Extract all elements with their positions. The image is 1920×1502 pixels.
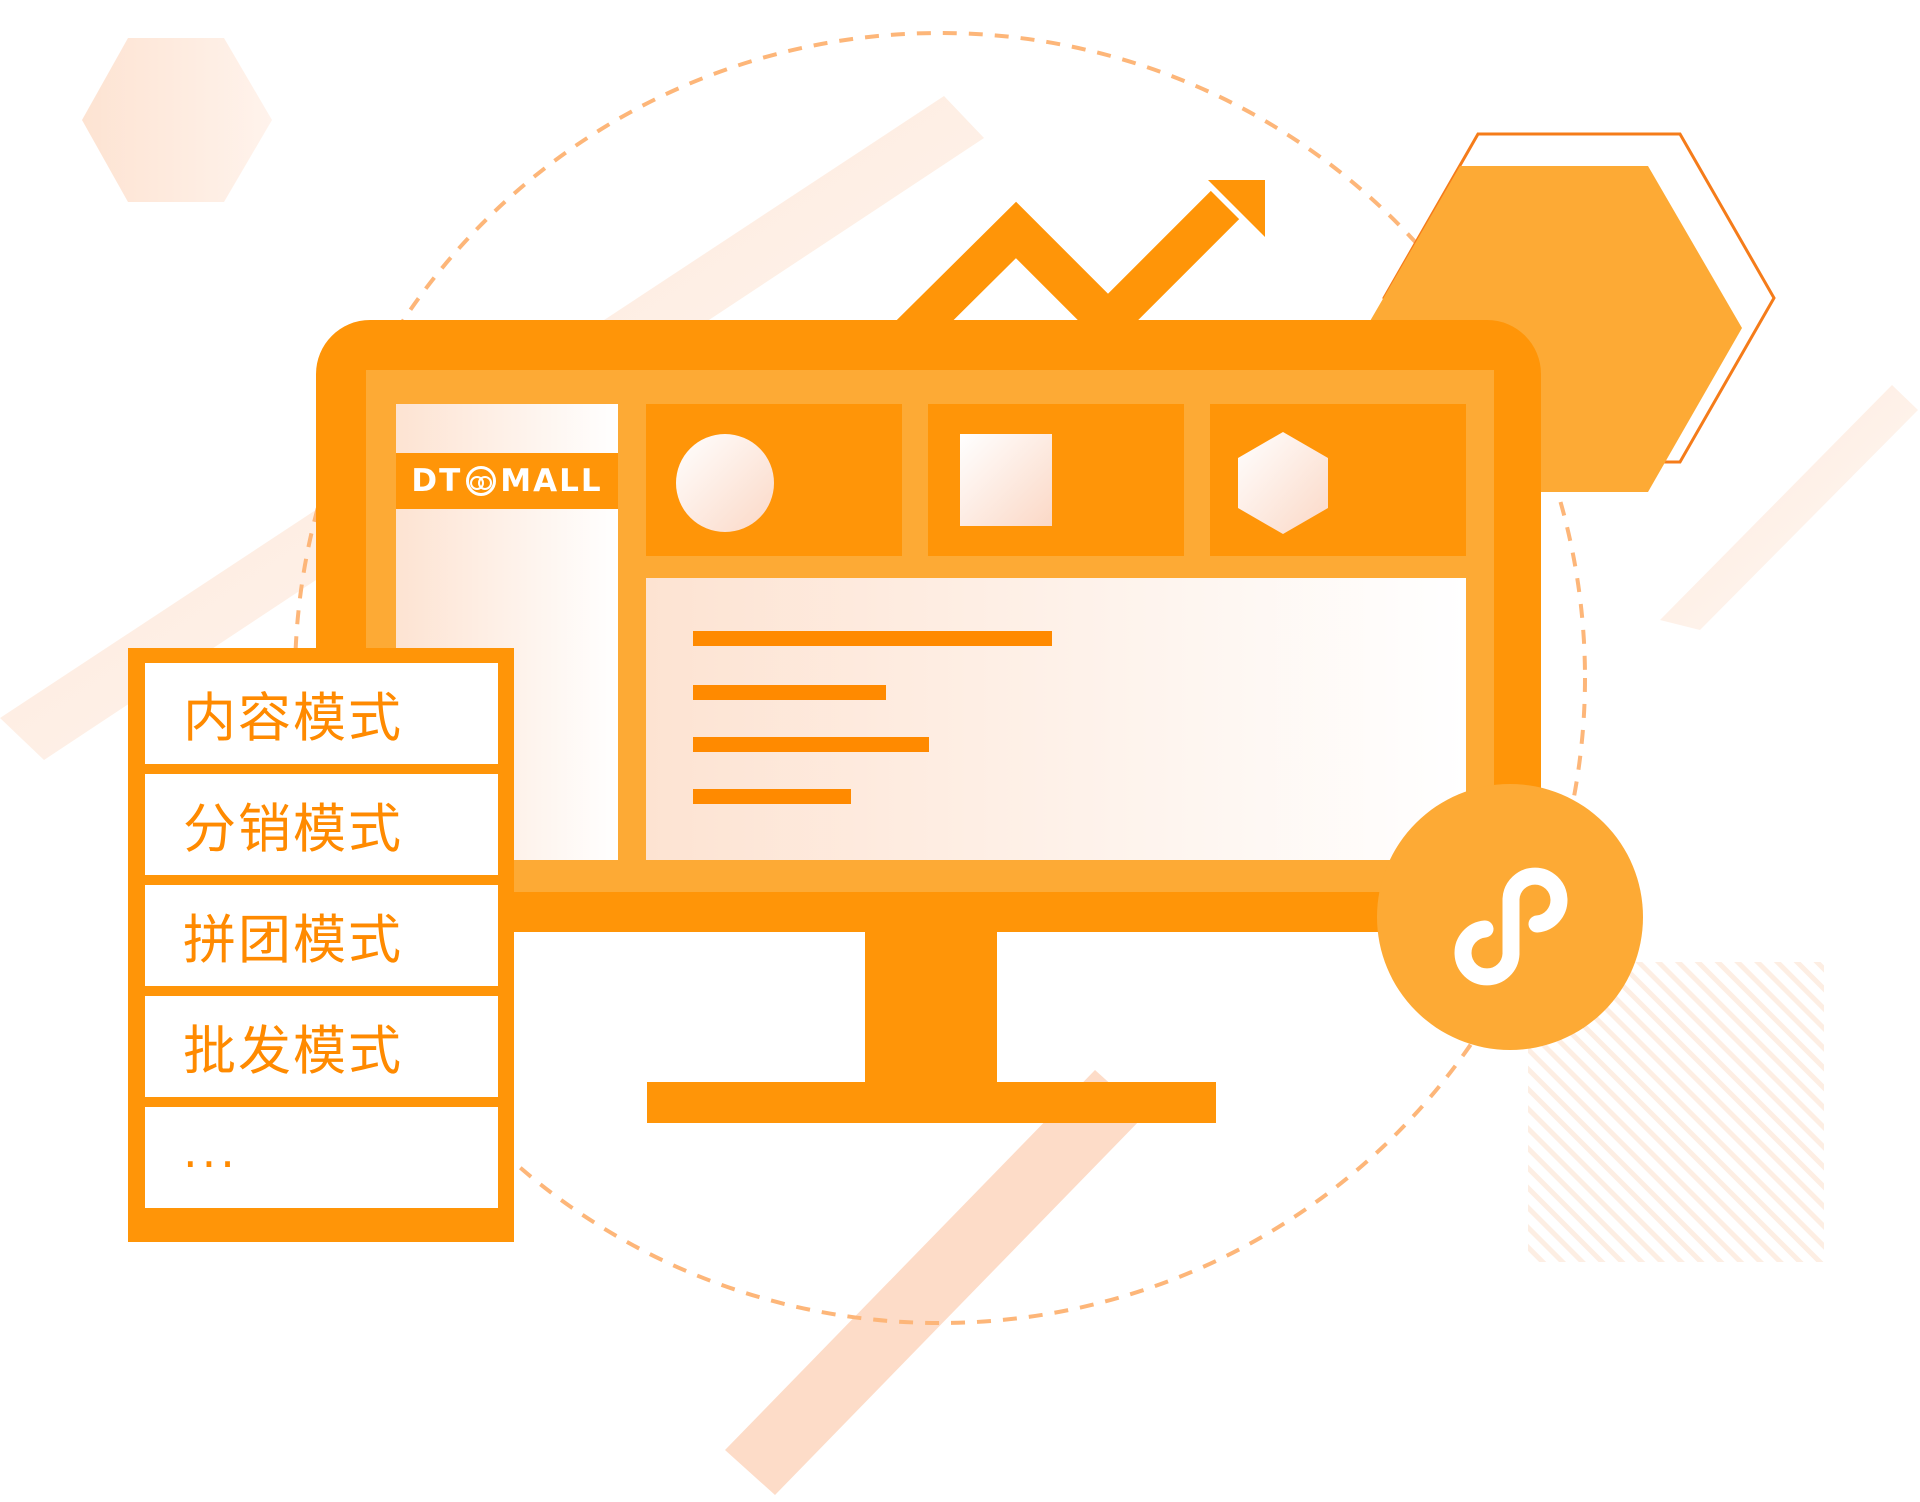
dtmall-logo: DT MALL	[396, 453, 618, 509]
decor-hexagon-topleft	[82, 38, 272, 202]
content-line-3	[693, 737, 929, 752]
monitor-neck	[865, 930, 997, 1082]
logo-bar	[396, 453, 618, 509]
hexagon-icon	[1238, 432, 1328, 534]
content-line-1	[693, 631, 1052, 646]
mini-program-icon	[1454, 867, 1568, 986]
mini-program-badge	[1377, 784, 1643, 1050]
mode-item-wholesale: 批发模式	[145, 996, 498, 1097]
decor-stripe-bottom	[725, 1070, 1145, 1495]
mode-item-content: 内容模式	[145, 663, 498, 764]
mode-item-distribution: 分销模式	[145, 774, 498, 875]
trend-arrow-icon	[885, 180, 1265, 360]
logo-text-left: DT	[411, 463, 463, 499]
content-line-4	[693, 789, 851, 804]
content-line-2	[693, 685, 886, 700]
content-panel	[646, 578, 1466, 860]
mode-item-more: ...	[145, 1107, 498, 1208]
monitor-base	[647, 1082, 1216, 1123]
circle-icon	[676, 434, 774, 532]
mode-list: 内容模式 分销模式 拼团模式 批发模式 ...	[128, 648, 514, 1242]
square-icon	[960, 434, 1052, 526]
logo-text-right: MALL	[500, 463, 603, 499]
orbit-dashed-circle	[293, 31, 1587, 1325]
decor-stripe-right	[1660, 385, 1918, 630]
logo-mark-icon	[466, 466, 497, 496]
mode-item-group-buy: 拼团模式	[145, 885, 498, 986]
